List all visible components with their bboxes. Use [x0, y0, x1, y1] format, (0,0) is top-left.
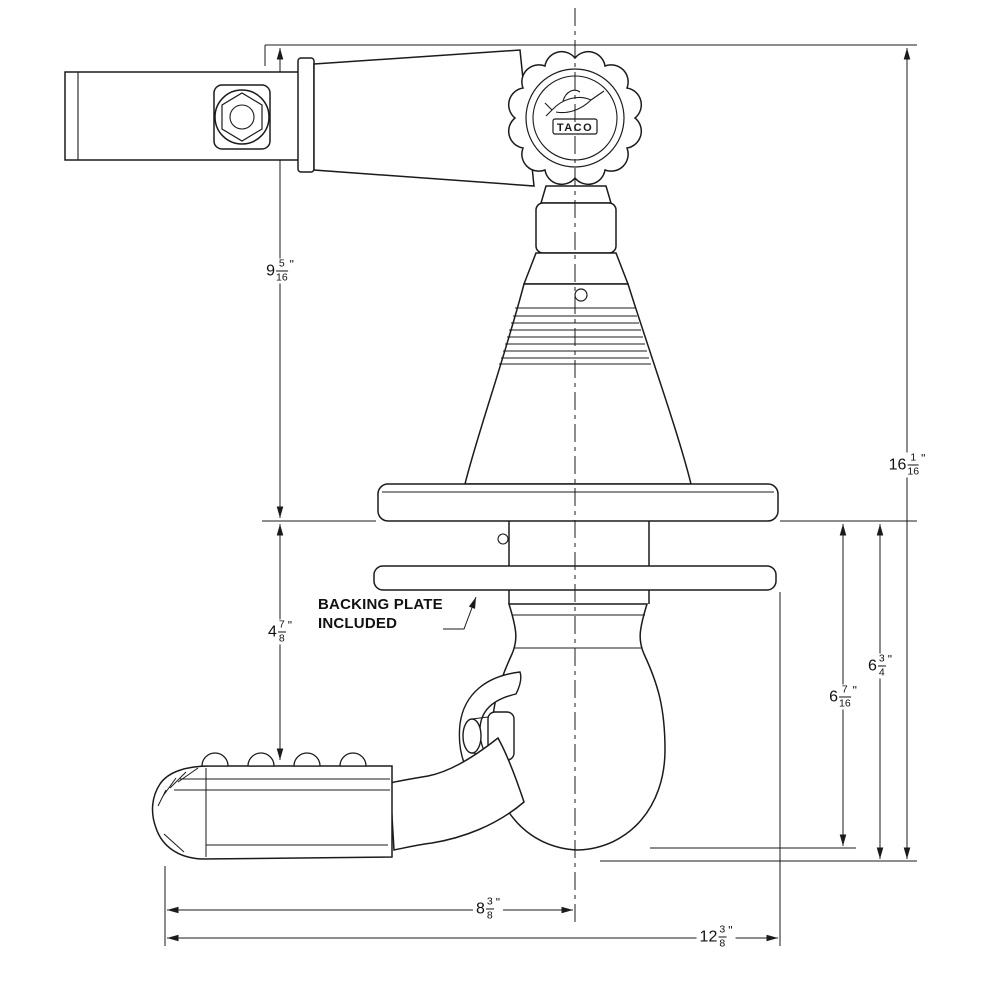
- dim-top-to-deck: 9 5 16 ": [263, 257, 297, 284]
- mount-plates: [373, 483, 779, 591]
- dim-overall-width: 12 3 8 ": [696, 923, 736, 950]
- fraction: 3 8: [718, 923, 727, 950]
- gimbal-ball: [490, 603, 666, 851]
- neck-taper: [539, 185, 613, 204]
- extension-lines: [164, 44, 917, 946]
- post-pin-hole: [497, 533, 509, 545]
- lower-post: [508, 590, 650, 604]
- cone-pin-hole: [574, 288, 588, 302]
- bolt-head: [229, 104, 255, 130]
- lever-arm: [389, 736, 525, 851]
- dim-center-to-handle-end: 8 3 8 ": [472, 895, 504, 922]
- cone-body: [464, 283, 692, 485]
- backing-plate-note-line1: BACKING PLATE: [318, 596, 443, 613]
- backing-plate-note-line2: INCLUDED: [318, 614, 398, 632]
- fraction: 5 16: [275, 257, 288, 284]
- dim-deck-to-base-bottom: 6 3 4 ": [864, 652, 896, 679]
- grip-handle: [151, 752, 393, 860]
- backing-plate-note: BACKING PLATE INCLUDED: [318, 596, 443, 634]
- fraction: 3 4: [877, 652, 886, 679]
- brand-logo-text: TACO: [557, 122, 593, 134]
- handle-bumps: [201, 752, 367, 767]
- fraction: 1 16: [907, 451, 920, 478]
- tapered-arm: [313, 49, 535, 187]
- fraction: 7 8: [277, 618, 286, 645]
- dim-deck-to-handle: 4 7 8 ": [264, 618, 296, 645]
- thru-deck-post: [508, 521, 650, 566]
- neck-collar: [535, 202, 617, 254]
- clamp-pin-head: [462, 718, 482, 754]
- lever-arm-band: [389, 736, 525, 851]
- dim-deck-to-ball-bottom: 6 7 16 ": [826, 683, 860, 710]
- handle-detail-lines: [157, 766, 393, 857]
- fraction: 7 16: [838, 683, 851, 710]
- dim-overall-height: 16 1 16 ": [885, 451, 929, 478]
- upper-body-neck: [522, 185, 630, 285]
- fraction: 3 8: [485, 895, 494, 922]
- handle-outline: [151, 765, 393, 860]
- arm-joint-plate: [297, 57, 315, 173]
- gimbal-ball-assembly: [490, 590, 666, 851]
- square-tube: [64, 71, 309, 161]
- mounting-flange: [377, 483, 779, 522]
- outrigger-tube-arm: [64, 49, 535, 187]
- cone-outline: [464, 283, 692, 485]
- neck-flare: [522, 252, 630, 285]
- marlin-logo-icon: [544, 89, 605, 117]
